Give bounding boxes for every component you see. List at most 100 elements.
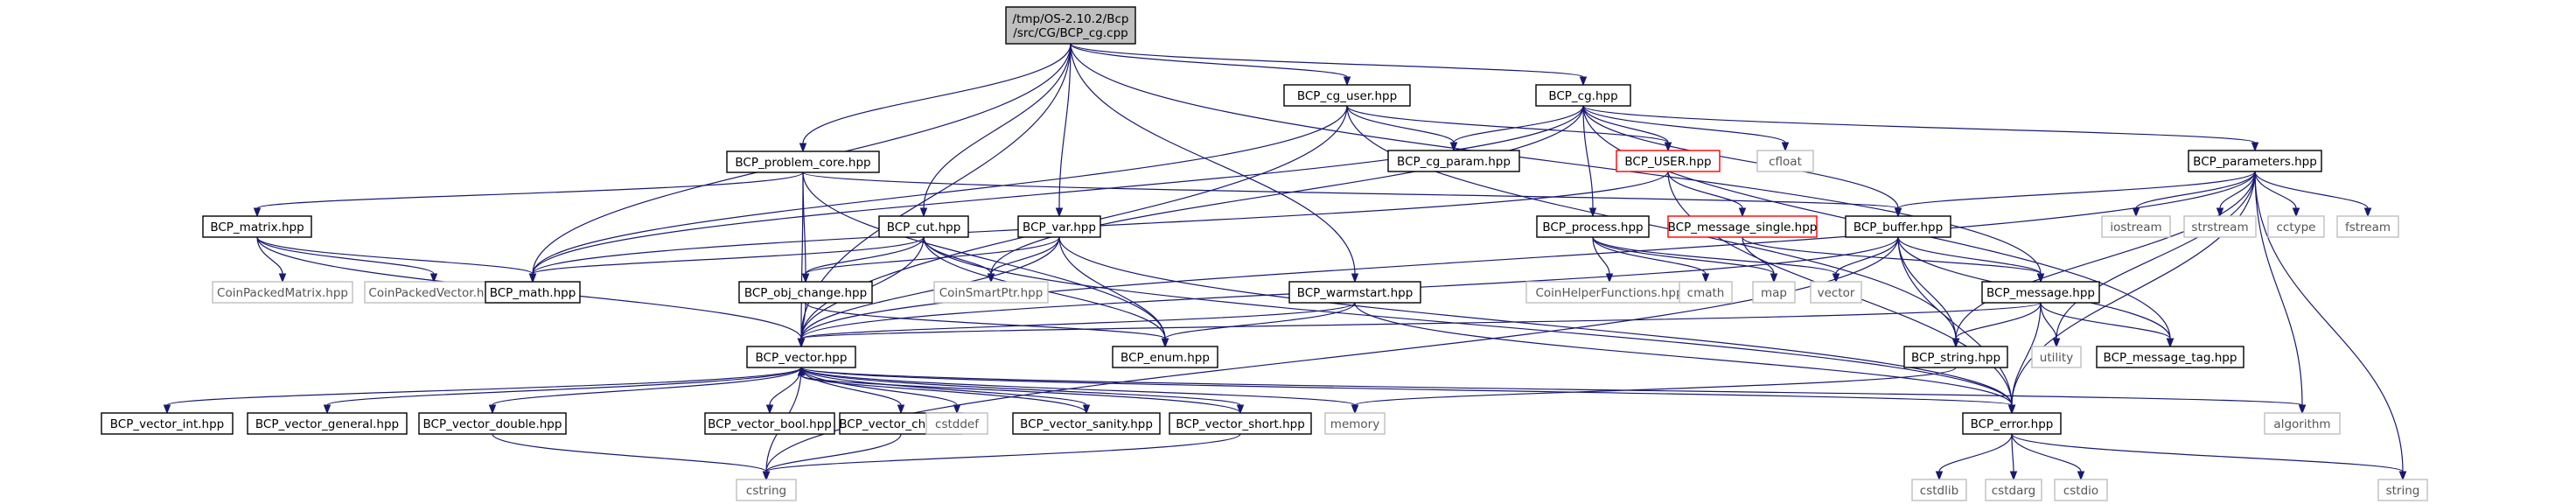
node-label: BCP_message_tag.hpp — [2104, 351, 2237, 365]
node-var[interactable]: BCP_var.hpp — [1017, 215, 1101, 238]
node-vector[interactable]: vector — [1810, 281, 1862, 304]
edge-line — [1897, 236, 1957, 340]
node-box — [2377, 479, 2428, 501]
node-box — [1911, 479, 1967, 501]
node-algorithm[interactable]: algorithm — [2264, 412, 2341, 435]
edge-message-to-utility — [2040, 302, 2061, 348]
node-root[interactable]: /tmp/OS-2.10.2/Bcp/src/CG/BCP_cg.cpp — [1005, 6, 1136, 45]
node-fstream[interactable]: fstream — [2336, 215, 2399, 238]
node-parameters[interactable]: BCP_parameters.hpp — [2188, 150, 2322, 172]
node-box — [1012, 412, 1161, 435]
edge-arrowhead — [919, 207, 928, 218]
node-cg-param[interactable]: BCP_cg_param.hpp — [1387, 150, 1520, 172]
edge-var-to-obj_change — [801, 236, 1060, 284]
edge-vector_short-to-cstring — [762, 433, 1241, 481]
edge-line — [800, 367, 902, 406]
node-cstdio[interactable]: cstdio — [2054, 479, 2108, 501]
node-box — [1112, 346, 1218, 368]
edge-var-to-error — [1058, 236, 2016, 415]
node-label: BCP_parameters.hpp — [2193, 155, 2317, 169]
node-cstdarg[interactable]: cstdarg — [1985, 479, 2042, 501]
node-process[interactable]: BCP_process.hpp — [1536, 215, 1650, 238]
node-map[interactable]: map — [1752, 281, 1796, 304]
node-CoinSmartPtr[interactable]: CoinSmartPtr.hpp — [933, 281, 1049, 304]
node-cmath[interactable]: cmath — [1679, 281, 1733, 304]
node-problem-core[interactable]: BCP_problem_core.hpp — [726, 150, 880, 173]
node-label: cstddef — [935, 417, 980, 431]
node-obj-change[interactable]: BCP_obj_change.hpp — [738, 281, 873, 304]
edge-cg_user-to-cg_param — [1346, 105, 1458, 152]
node-box — [2183, 215, 2257, 238]
edge-arrowhead — [2036, 273, 2045, 284]
node-CoinHelperFunctions[interactable]: CoinHelperFunctions.hpp — [1525, 281, 1693, 304]
edge-arrowhead — [2251, 142, 2259, 152]
node-vector-general[interactable]: BCP_vector_general.hpp — [247, 412, 408, 435]
node-iostream[interactable]: iostream — [2101, 215, 2171, 238]
edge-vector_hpp-to-memory — [800, 367, 1359, 415]
node-memory[interactable]: memory — [1324, 412, 1386, 435]
edge-line — [800, 367, 2303, 406]
edge-arrowhead — [1781, 142, 1790, 152]
node-cg-user[interactable]: BCP_cg_user.hpp — [1283, 84, 1411, 107]
node-box — [1017, 215, 1101, 238]
node-cstdlib[interactable]: cstdlib — [1911, 479, 1967, 501]
edge-line — [1582, 105, 1786, 144]
node-label: BCP_vector_bool.hpp — [708, 417, 832, 431]
node-box — [418, 412, 567, 435]
node-message[interactable]: BCP_message.hpp — [1981, 281, 2100, 304]
node-warmstart[interactable]: BCP_warmstart.hpp — [1288, 281, 1421, 304]
edge-line — [1667, 171, 1743, 209]
node-utility[interactable]: utility — [2031, 346, 2082, 368]
node-box — [2031, 346, 2082, 368]
node-label: BCP_string.hpp — [1911, 351, 2000, 365]
node-vector-bool[interactable]: BCP_vector_bool.hpp — [704, 412, 835, 435]
node-error[interactable]: BCP_error.hpp — [1962, 412, 2062, 435]
edge-line — [1582, 105, 2256, 144]
edge-error-to-cstdlib — [1935, 433, 2013, 481]
node-box — [101, 412, 234, 435]
edge-warmstart-to-enum — [1161, 302, 1356, 348]
node-matrix[interactable]: BCP_matrix.hpp — [202, 215, 312, 238]
node-message-single[interactable]: BCP_message_single.hpp — [1667, 215, 1818, 238]
edge-arrowhead — [1588, 207, 1597, 218]
edge-line — [802, 43, 1072, 144]
edge-line — [1592, 236, 1837, 275]
node-math[interactable]: BCP_math.hpp — [485, 281, 581, 304]
edge-line — [923, 236, 2013, 406]
node-cstddef[interactable]: cstddef — [925, 412, 988, 435]
node-label: BCP_obj_change.hpp — [744, 286, 867, 300]
edge-line — [532, 105, 1584, 275]
node-vector-sanity[interactable]: BCP_vector_sanity.hpp — [1012, 412, 1161, 435]
edge-vector_hpp-to-cstddef — [800, 367, 961, 415]
edge-arrowhead — [762, 471, 771, 481]
edge-arrowhead — [1236, 404, 1245, 415]
edge-arrowhead — [2292, 207, 2300, 218]
node-message-tag[interactable]: BCP_message_tag.hpp — [2096, 346, 2244, 368]
node-USER[interactable]: BCP_USER.hpp — [1616, 150, 1721, 172]
node-cg[interactable]: BCP_cg.hpp — [1535, 84, 1631, 107]
node-vector-double[interactable]: BCP_vector_double.hpp — [418, 412, 567, 435]
node-buffer[interactable]: BCP_buffer.hpp — [1845, 215, 1951, 238]
edge-vector_double-to-cstring — [492, 433, 771, 481]
node-cfloat[interactable]: cfloat — [1756, 150, 1814, 172]
node-vector-short[interactable]: BCP_vector_short.hpp — [1169, 412, 1312, 435]
node-box — [247, 412, 408, 435]
node-cctype[interactable]: cctype — [2267, 215, 2325, 238]
edge-arrowhead — [2052, 338, 2061, 348]
edge-vector_hpp-to-vector_general — [323, 367, 802, 415]
node-cstring[interactable]: cstring — [736, 479, 797, 501]
node-CoinPackedMatrix[interactable]: CoinPackedMatrix.hpp — [212, 281, 353, 304]
edge-line — [923, 236, 992, 275]
node-vector-hpp[interactable]: BCP_vector.hpp — [746, 346, 856, 368]
node-string-hpp[interactable]: BCP_string.hpp — [1903, 346, 2008, 368]
node-strstream[interactable]: strstream — [2183, 215, 2257, 238]
node-enum[interactable]: BCP_enum.hpp — [1112, 346, 1218, 368]
edge-line — [800, 367, 2013, 406]
node-cut[interactable]: BCP_cut.hpp — [878, 215, 969, 238]
edge-matrix-to-CoinPackedMatrix — [256, 236, 287, 284]
node-box — [1283, 84, 1411, 107]
node-CoinPackedVector[interactable]: CoinPackedVector.hpp — [364, 281, 504, 304]
node-vector-int[interactable]: BCP_vector_int.hpp — [101, 412, 234, 435]
node-string[interactable]: string — [2377, 479, 2428, 501]
node-label: BCP_cg_param.hpp — [1397, 155, 1511, 169]
